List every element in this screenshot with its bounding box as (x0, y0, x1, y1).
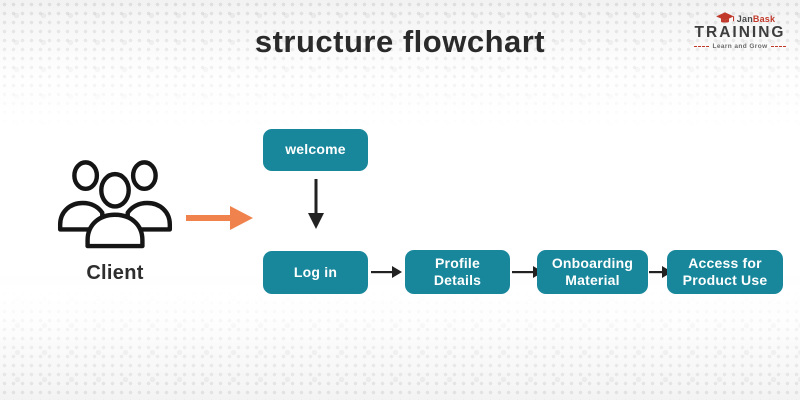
arrow-down-icon (308, 179, 324, 229)
client-figure: Client (55, 156, 175, 285)
client-label: Client (86, 262, 144, 284)
halftone-pattern-bottom (0, 285, 800, 400)
arrow-right-icon (371, 266, 402, 278)
brand-logo: JanBask TRAINING Learn and Grow (694, 11, 786, 50)
brand-name: TRAINING (694, 24, 786, 41)
brand-bask: Bask (752, 14, 776, 24)
tagline-dash-right (770, 45, 786, 47)
flow-node-login: Log in (263, 251, 368, 294)
graduation-cap-icon (715, 12, 734, 23)
flow-node-onboarding-material: Onboarding Material (537, 250, 648, 294)
tagline-dash-left (694, 45, 710, 47)
brand-tagline-row: Learn and Grow (694, 43, 786, 50)
flow-node-access-product-use: Access for Product Use (667, 250, 783, 294)
brand-tagline: Learn and Grow (712, 42, 768, 50)
page-title: structure flowchart (254, 24, 546, 59)
flow-node-profile-details: Profile Details (405, 250, 510, 294)
flow-node-welcome: welcome (263, 129, 368, 171)
brand-janbask: JanBask (737, 15, 775, 24)
brand-top-row: JanBask (704, 11, 786, 24)
brand-jan: Jan (736, 14, 753, 24)
halftone-pattern-top (0, 0, 800, 135)
people-group-icon (57, 160, 173, 249)
client-to-flow-arrow-icon (186, 206, 253, 230)
